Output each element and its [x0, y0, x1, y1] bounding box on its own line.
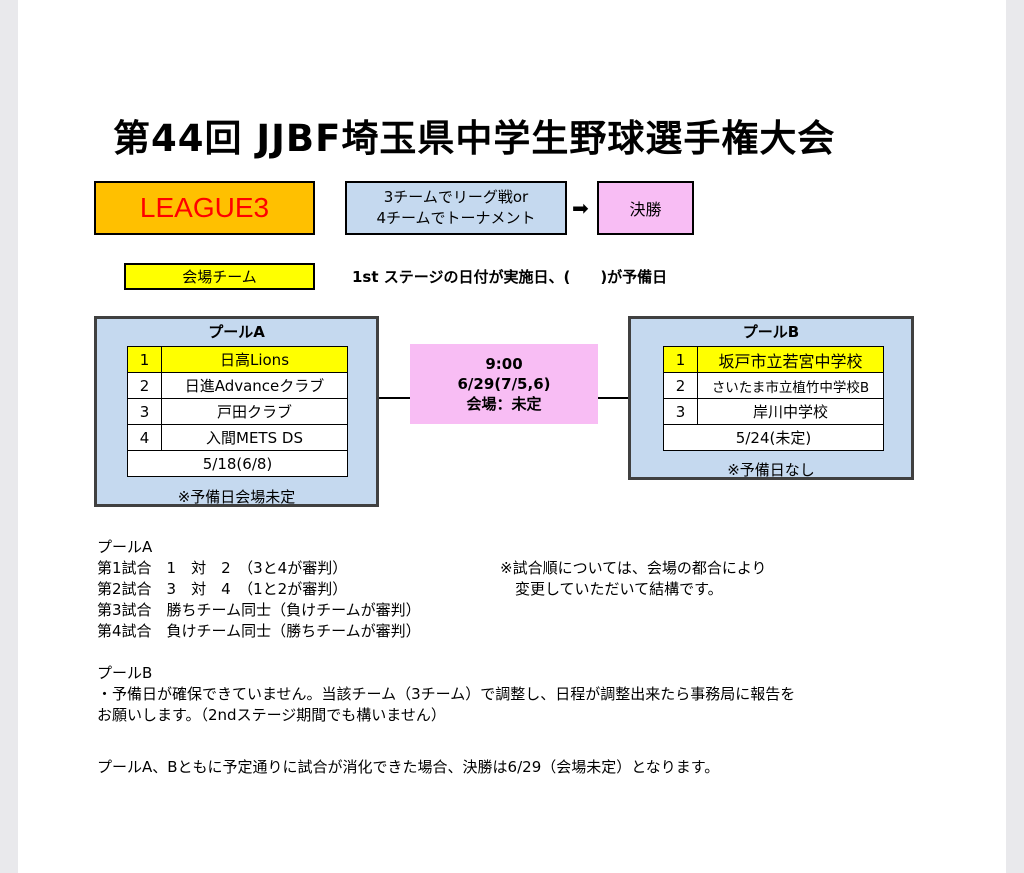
final-notice: プールA、Bともに予定通りに試合が消化できた場合、決勝は6/29（会場未定）とな…: [97, 758, 720, 776]
pool-b-table: 1 坂戸市立若宮中学校 2 さいたま市立植竹中学校B 3 岸川中学校 5/24(…: [663, 346, 884, 451]
team-number: 3: [663, 398, 698, 425]
table-row: 5/18(6/8): [127, 450, 348, 477]
table-row: 4 入間METS DS: [127, 424, 348, 451]
stage-date-note: 1st ステージの日付が実施日、( )が予備日: [352, 268, 668, 286]
bracket-line-right: [598, 397, 628, 399]
table-row: 2 さいたま市立植竹中学校B: [663, 372, 884, 399]
format-box: 3チームでリーグ戦or 4チームでトーナメント: [345, 181, 567, 235]
notice-line: ・予備日が確保できていません。当該チーム（3チーム）で調整し、日程が調整出来たら…: [97, 685, 796, 703]
final-date: 6/29(7/5,6): [457, 375, 551, 393]
pool-a-note: ※予備日会場未定: [177, 488, 296, 506]
team-name: 岸川中学校: [697, 398, 884, 425]
notice-line: お願いします。（2ndステージ期間でも構いません）: [97, 706, 446, 724]
team-number: 2: [663, 372, 698, 399]
final-match-box: 9:00 6/29(7/5,6) 会場：未定: [410, 344, 598, 424]
table-row: 2 日進Advanceクラブ: [127, 372, 348, 399]
table-row: 3 岸川中学校: [663, 398, 884, 425]
schedule-line: 第3試合 勝ちチーム同士（負けチームが審判）: [97, 601, 421, 619]
pool-a-date: 5/18(6/8): [127, 450, 348, 477]
pool-a-schedule: プールA 第1試合 1 対 2 （3と4が審判） 第2試合 3 対 4 （1と2…: [97, 537, 421, 642]
pool-a-table: 1 日高Lions 2 日進Advanceクラブ 3 戸田クラブ 4 入間MET…: [127, 346, 348, 477]
league-label: LEAGUE3: [94, 181, 315, 235]
page-title: 第44回 JJBF埼玉県中学生野球選手権大会: [113, 117, 836, 160]
team-name: さいたま市立植竹中学校B: [697, 372, 884, 399]
table-row: 5/24(未定): [663, 424, 884, 451]
team-number: 3: [127, 398, 162, 425]
format-line-1: 3チームでリーグ戦or: [383, 188, 529, 206]
schedule-heading: プールA: [97, 538, 153, 556]
team-number: 4: [127, 424, 162, 451]
team-number: 1: [127, 346, 162, 373]
team-name: 戸田クラブ: [161, 398, 348, 425]
match-order-note: ※試合順については、会場の都合により 変更していただいて結構です。: [500, 558, 767, 600]
pool-b-box: プールB 1 坂戸市立若宮中学校 2 さいたま市立植竹中学校B 3 岸川中学校 …: [628, 316, 914, 480]
schedule-line: 第1試合 1 対 2 （3と4が審判）: [97, 559, 348, 577]
table-row: 1 坂戸市立若宮中学校: [663, 346, 884, 373]
final-box: 決勝: [597, 181, 694, 235]
pool-a-title: プールA: [208, 323, 265, 341]
pool-b-title: プールB: [742, 323, 800, 341]
schedule-line: 第2試合 3 対 4 （1と2が審判）: [97, 580, 348, 598]
pool-b-notice: プールB ・予備日が確保できていません。当該チーム（3チーム）で調整し、日程が調…: [97, 663, 795, 726]
notice-heading: プールB: [97, 664, 153, 682]
team-name: 日進Advanceクラブ: [161, 372, 348, 399]
pool-b-note: ※予備日なし: [727, 461, 815, 479]
pool-b-date: 5/24(未定): [663, 424, 884, 451]
order-note-line: 変更していただいて結構です。: [500, 580, 723, 598]
final-time: 9:00: [485, 355, 523, 373]
order-note-line: ※試合順については、会場の都合により: [500, 559, 767, 577]
venue-team-legend: 会場チーム: [124, 263, 315, 290]
team-name: 入間METS DS: [161, 424, 348, 451]
team-name: 坂戸市立若宮中学校: [697, 346, 884, 373]
team-number: 2: [127, 372, 162, 399]
schedule-line: 第4試合 負けチーム同士（勝ちチームが審判）: [97, 622, 421, 640]
pool-a-box: プールA 1 日高Lions 2 日進Advanceクラブ 3 戸田クラブ 4 …: [94, 316, 379, 507]
team-name: 日高Lions: [161, 346, 348, 373]
format-line-2: 4チームでトーナメント: [376, 209, 536, 227]
bracket-line-left: [379, 397, 410, 399]
team-number: 1: [663, 346, 698, 373]
table-row: 1 日高Lions: [127, 346, 348, 373]
table-row: 3 戸田クラブ: [127, 398, 348, 425]
final-venue: 会場：未定: [466, 395, 542, 413]
arrow-right-icon: ➡: [572, 196, 589, 220]
